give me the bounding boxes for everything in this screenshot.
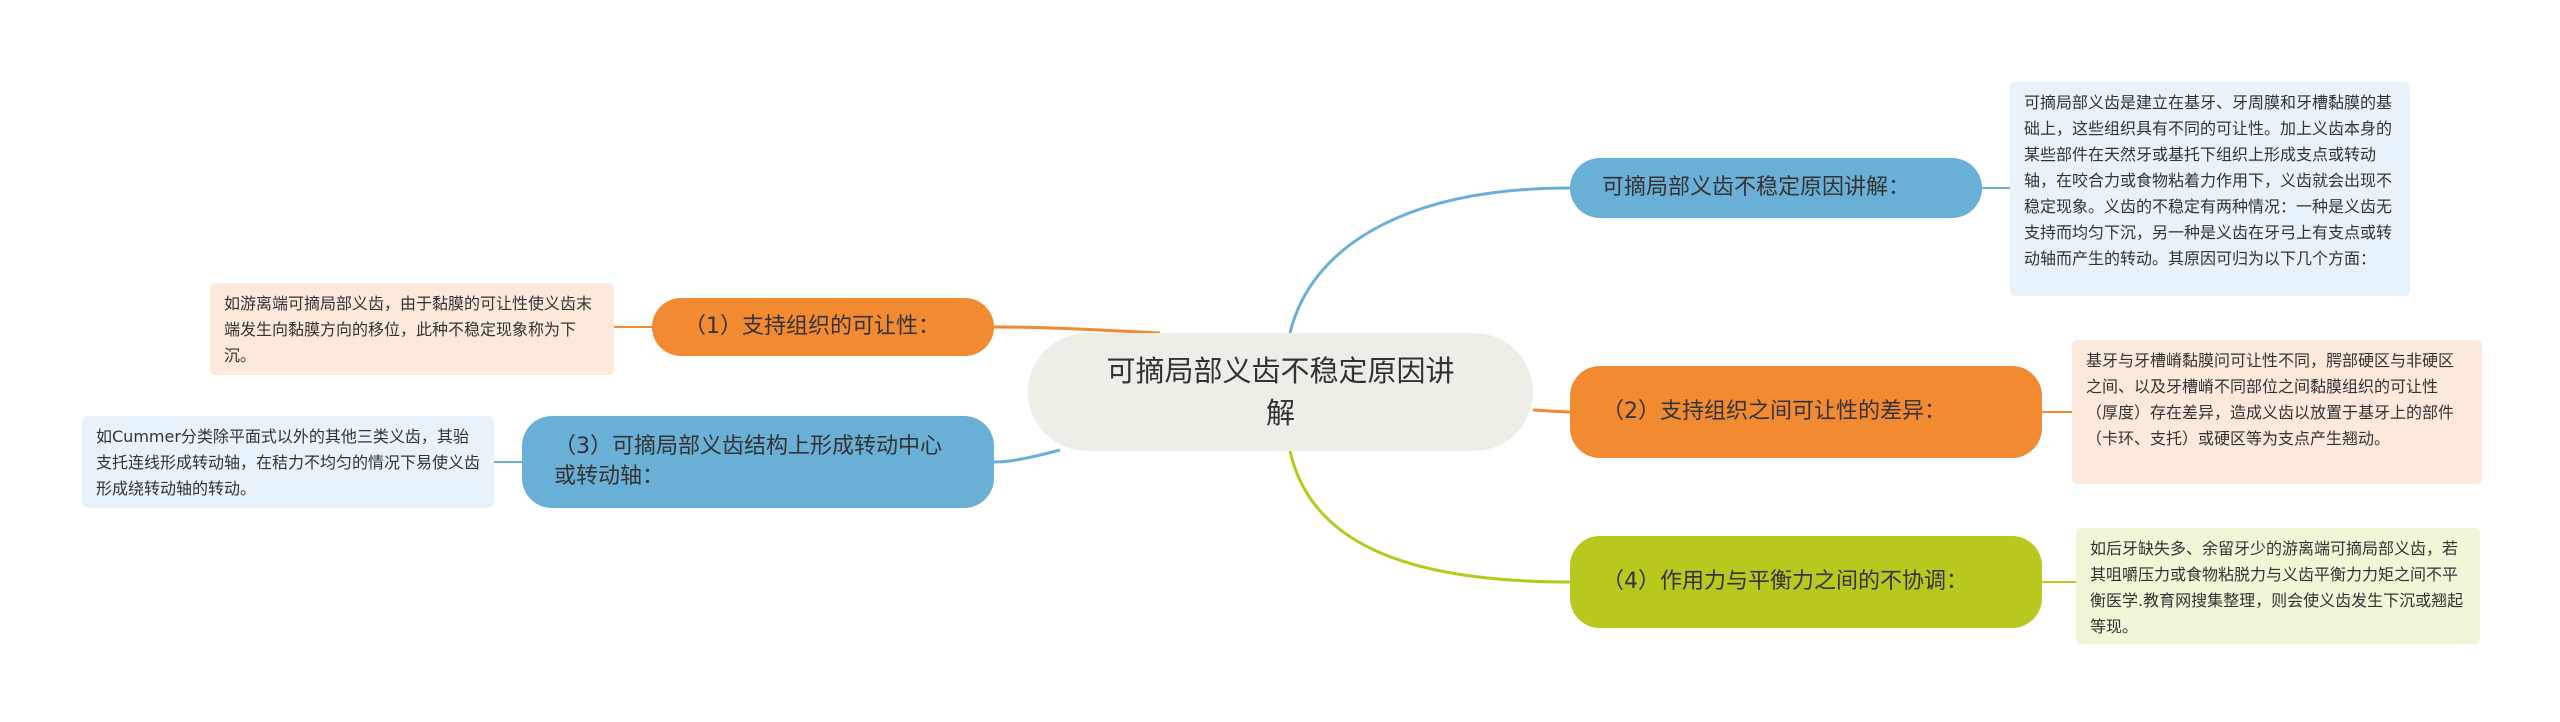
branch-node-overview[interactable]: 可摘局部义齿不稳定原因讲解： [1570,158,1982,218]
connector-center-b3 [993,448,1061,464]
leaf-note-overview[interactable]: 可摘局部义齿是建立在基牙、牙周膜和牙槽黏膜的基础上，这些组织具有不同的可让性。加… [2010,82,2410,296]
leaf-text: 可摘局部义齿是建立在基牙、牙周膜和牙槽黏膜的基础上，这些组织具有不同的可让性。加… [2024,93,2393,268]
branch-label: （4）作用力与平衡力之间的不协调： [1602,569,1968,594]
branch-label: （3）可摘局部义齿结构上形成转动中心或转动轴： [554,434,942,489]
branch-node-force-imbalance[interactable]: （4）作用力与平衡力之间的不协调： [1570,536,2042,628]
leaf-note-rotation-axis[interactable]: 如Cummer分类除平面式以外的其他三类义齿，其骀支托连线形成转动轴，在秸力不均… [82,416,494,508]
leaf-text: 如游离端可摘局部义齿，由于黏膜的可让性使义齿末端发生向黏膜方向的移位，此种不稳定… [224,294,593,365]
central-topic-label: 可摘局部义齿不稳定原因讲解 [1106,354,1455,430]
leaf-text: 如后牙缺失多、余留牙少的游离端可摘局部义齿，若其咀嚼压力或食物粘脱力与义齿平衡力… [2090,539,2464,636]
central-topic[interactable]: 可摘局部义齿不稳定原因讲解 [1028,333,1533,451]
leaf-note-support-tissue[interactable]: 如游离端可摘局部义齿，由于黏膜的可让性使义齿末端发生向黏膜方向的移位，此种不稳定… [210,283,614,375]
branch-label: 可摘局部义齿不稳定原因讲解： [1602,175,1911,200]
branch-node-support-tissue[interactable]: （1）支持组织的可让性： [652,298,994,356]
connector-center-b2 [993,325,1161,335]
leaf-note-tissue-difference[interactable]: 基牙与牙槽嵴黏膜问可让性不同，腭部硬区与非硬区之间、以及牙槽嵴不同部位之间黏膜组… [2072,340,2482,484]
leaf-text: 如Cummer分类除平面式以外的其他三类义齿，其骀支托连线形成转动轴，在秸力不均… [96,427,481,498]
leaf-text: 基牙与牙槽嵴黏膜问可让性不同，腭部硬区与非硬区之间、以及牙槽嵴不同部位之间黏膜组… [2086,351,2455,448]
connector-center-b5 [1288,450,1571,584]
connector-center-b1 [1288,186,1571,334]
branch-label: （1）支持组织的可让性： [684,314,940,339]
branch-label: （2）支持组织之间可让性的差异： [1602,399,1946,424]
leaf-note-force-imbalance[interactable]: 如后牙缺失多、余留牙少的游离端可摘局部义齿，若其咀嚼压力或食物粘脱力与义齿平衡力… [2076,528,2480,644]
branch-node-rotation-axis[interactable]: （3）可摘局部义齿结构上形成转动中心或转动轴： [522,416,994,508]
branch-node-tissue-difference[interactable]: （2）支持组织之间可让性的差异： [1570,366,2042,458]
connector-center-b4 [1532,408,1571,414]
